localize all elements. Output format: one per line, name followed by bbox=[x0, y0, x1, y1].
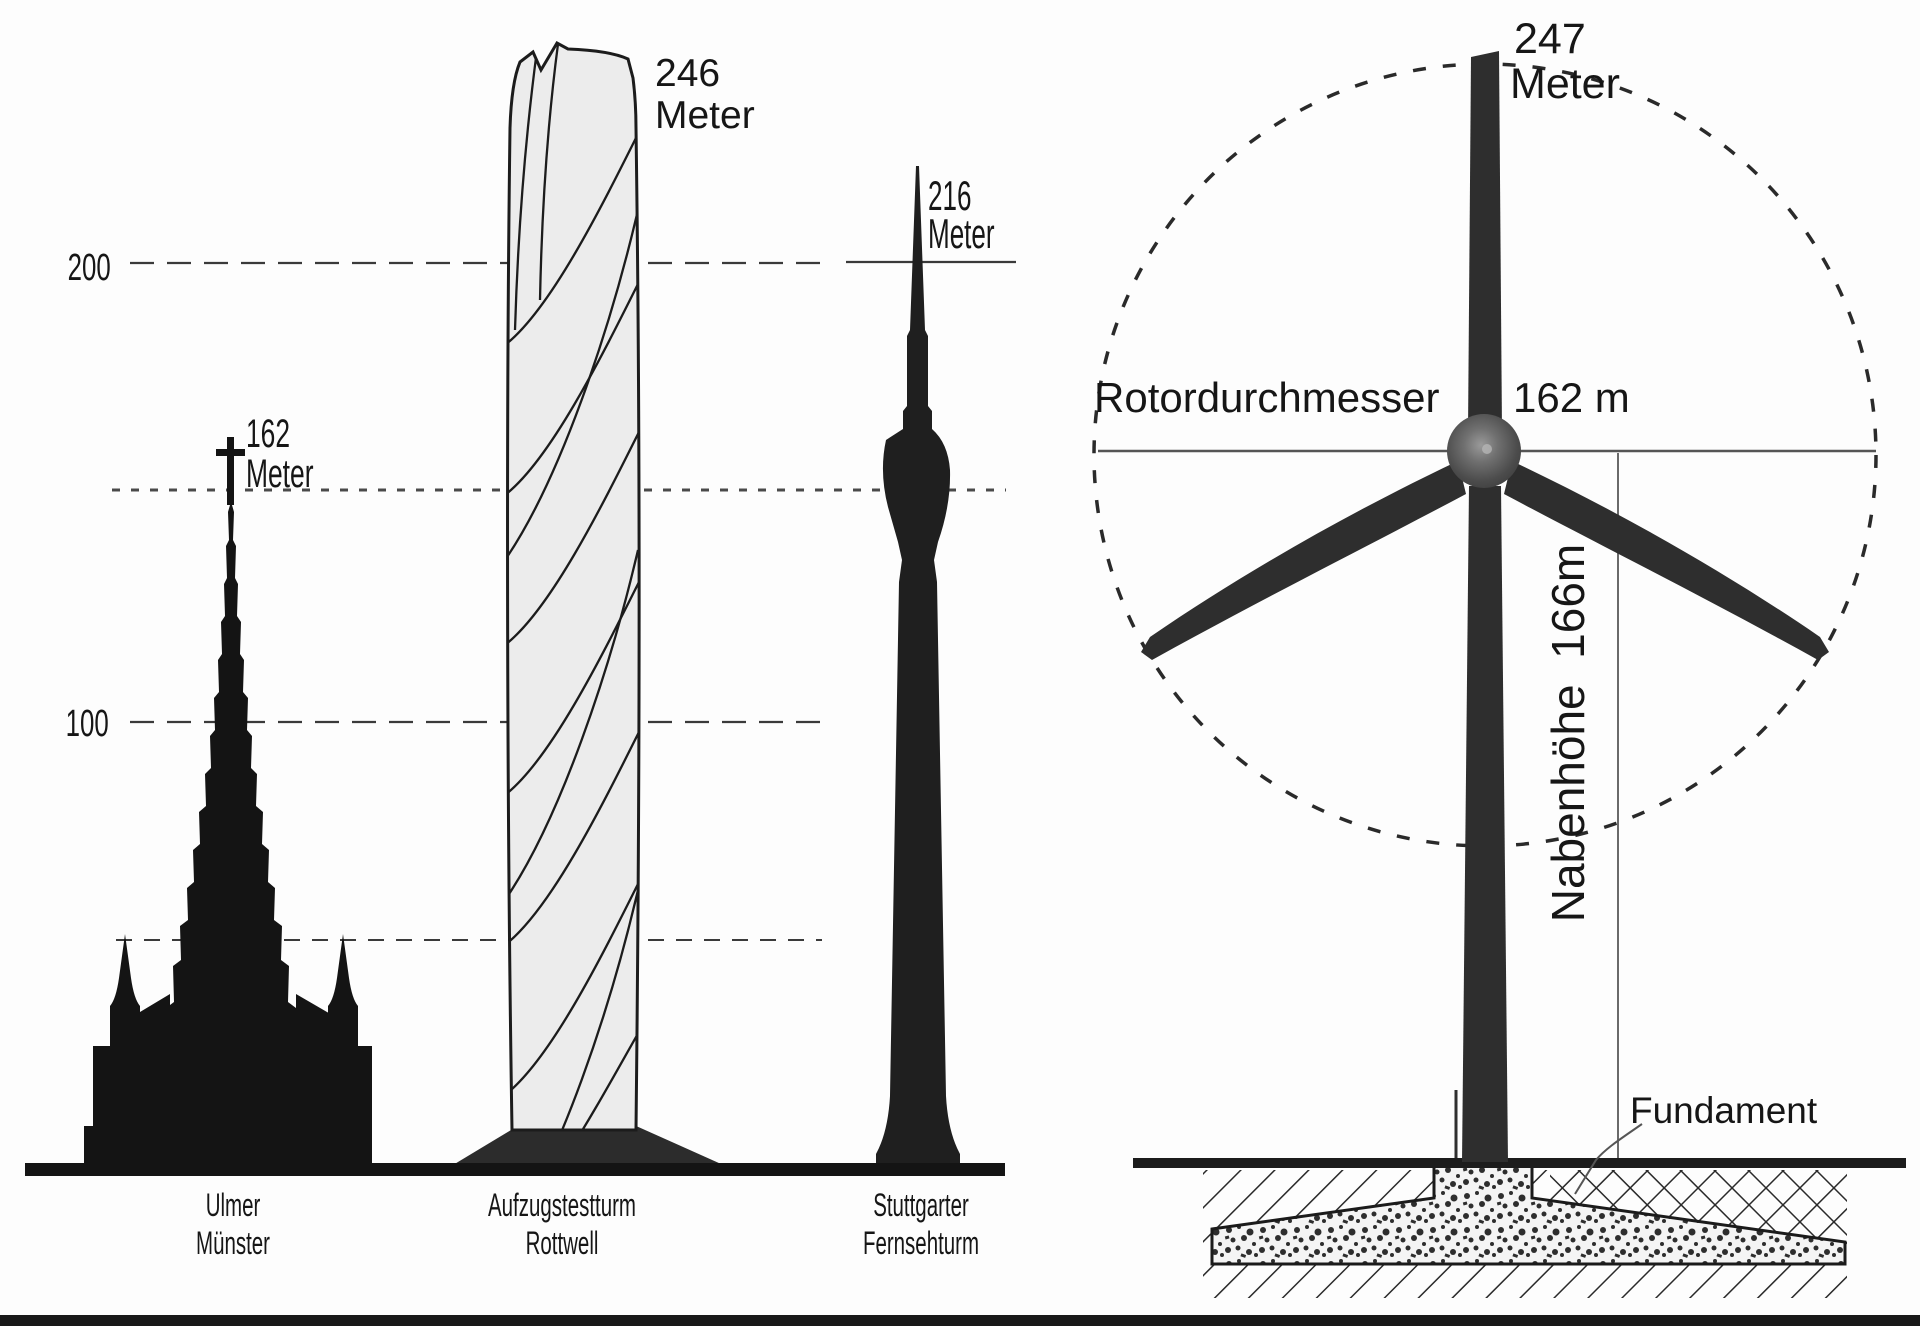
turbine-blade-right bbox=[1504, 461, 1829, 660]
muenster-name-line2: Münster bbox=[196, 1225, 270, 1261]
turbine-blade-up bbox=[1468, 51, 1502, 432]
rotor-diameter-label: Rotordurchmesser bbox=[1094, 374, 1440, 421]
turbine-tip-height-unit: Meter bbox=[1510, 60, 1620, 108]
muenster-height-unit: Meter bbox=[246, 452, 314, 496]
axis-label-100: 100 bbox=[65, 703, 109, 745]
fernsehturm-silhouette bbox=[876, 166, 960, 1166]
testturm-mound bbox=[448, 1125, 730, 1168]
fernsehturm-height-unit: Meter bbox=[928, 210, 995, 257]
hub-height-label: Nabenhöhe 166m bbox=[1542, 543, 1594, 923]
bottom-border-bar bbox=[0, 1315, 1920, 1326]
ground-line-left bbox=[25, 1163, 1005, 1176]
muenster-height-value: 162 bbox=[246, 412, 291, 456]
testturm-height-unit: Meter bbox=[655, 94, 755, 137]
testturm-height-value: 246 bbox=[655, 52, 721, 95]
testturm-name-line2: Rottwell bbox=[525, 1225, 599, 1261]
rotor-diameter-value: 162 m bbox=[1513, 374, 1630, 421]
testturm-spiral-lines bbox=[507, 43, 640, 1130]
foundation-slab bbox=[1210, 1164, 1847, 1266]
axis-label-200: 200 bbox=[67, 247, 111, 289]
ground-line-right bbox=[1133, 1158, 1906, 1168]
foundation-leader-line bbox=[1574, 1123, 1643, 1195]
muenster-name-line1: Ulmer bbox=[205, 1187, 261, 1223]
fernsehturm-height-value: 216 bbox=[928, 172, 972, 219]
testturm-silhouette bbox=[506, 40, 641, 1132]
turbine-hub-highlight bbox=[1482, 444, 1492, 454]
testturm-name-line1: Aufzugstestturm bbox=[488, 1187, 636, 1223]
turbine-tower bbox=[1462, 486, 1508, 1162]
turbine-tip-height-value: 247 bbox=[1514, 15, 1586, 63]
foundation-label: Fundament bbox=[1630, 1090, 1818, 1131]
muenster-silhouette bbox=[84, 437, 372, 1168]
fernsehturm-name-line2: Fernsehturm bbox=[862, 1225, 980, 1261]
turbine-blade-left bbox=[1141, 461, 1466, 660]
fernsehturm-name-line1: Stuttgarter bbox=[873, 1187, 969, 1223]
